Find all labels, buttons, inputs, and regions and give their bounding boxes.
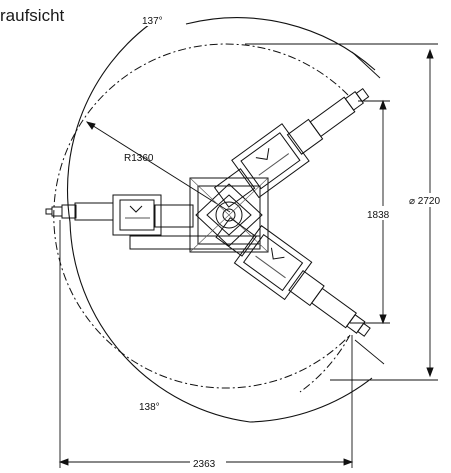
inner-envelope-arc xyxy=(53,43,351,389)
robot-arm-lower-right xyxy=(215,217,371,337)
inner-envelope-arc-lower xyxy=(299,334,351,393)
outer-envelope-arc-bottom xyxy=(69,221,251,423)
label-arm-span: 1838 xyxy=(367,210,390,221)
label-width: 2363 xyxy=(193,459,216,470)
label-radius: R1360 xyxy=(124,153,154,164)
label-angle-bottom: 138° xyxy=(139,402,160,413)
robot-base xyxy=(129,177,269,253)
robot-arm-left xyxy=(45,194,194,236)
label-diameter: ⌀ 2720 xyxy=(409,196,440,207)
dimension-lines xyxy=(58,43,438,468)
inner-envelope xyxy=(53,43,351,393)
label-angle-top: 137° xyxy=(142,16,163,27)
outer-envelope-arc-bottom-right xyxy=(249,377,373,423)
outer-envelope xyxy=(66,17,376,423)
outer-envelope-arc-left xyxy=(66,23,151,223)
robot-arm-upper-right xyxy=(213,87,370,208)
view-title: raufsicht xyxy=(0,6,65,25)
